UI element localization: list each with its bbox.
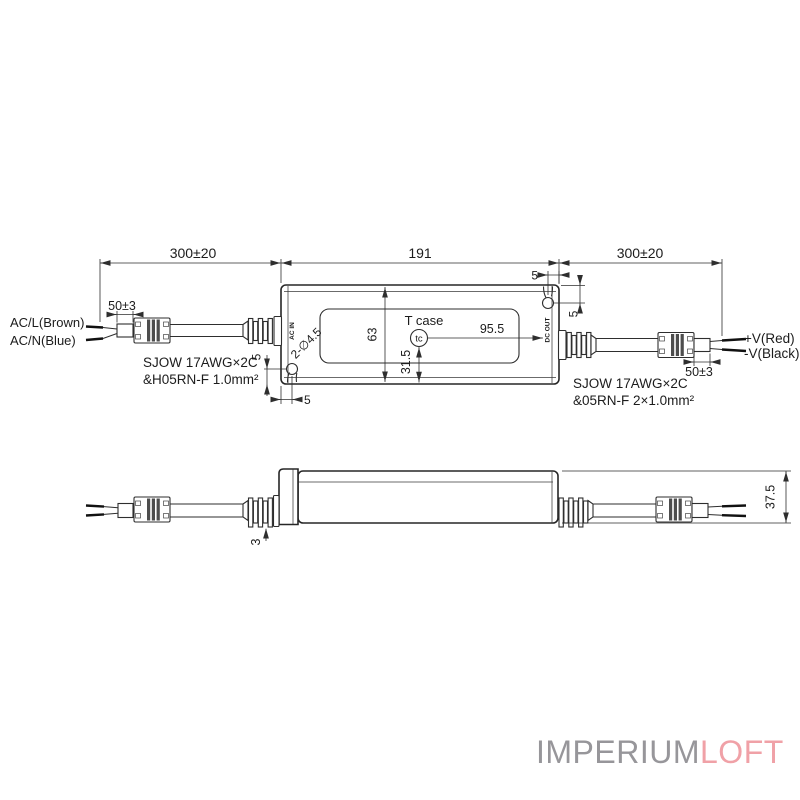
dimension-lead-left: 50±3 <box>106 299 144 323</box>
output-cable-assembly-top <box>557 329 747 361</box>
lead-ferrule-left-side <box>117 502 134 519</box>
ac-in-label: AC IN <box>289 322 296 340</box>
connector-right-side <box>655 496 693 523</box>
input-cable-assembly-top <box>85 315 283 347</box>
dim-slot-offset-text: 5 <box>531 269 538 283</box>
dimension-cable-right: 300±20 <box>559 245 723 336</box>
dimension-gland-offset: 3 <box>249 528 269 545</box>
input-cable-spec-line1: SJOW 17AWG×2C <box>143 355 258 370</box>
mounting-slot-bottom-left <box>285 362 299 383</box>
dimension-slot-tr-vertical: 5 <box>554 275 585 317</box>
dimension-slot-tr-horizontal: 5 <box>531 269 570 295</box>
dimension-slot-bl-horizontal: 5 <box>270 376 311 407</box>
dim-cable-left-text: 300±20 <box>170 245 217 261</box>
top-view: AC IN DC OUT tc T case <box>10 245 800 408</box>
dim-case-height-text: 63 <box>366 328 380 342</box>
connector-right <box>657 331 695 359</box>
dimension-body-length: 191 <box>280 245 560 283</box>
output-cable-spec-line1: SJOW 17AWG×2C <box>573 376 688 391</box>
dimension-side-height: 37.5 <box>562 470 791 524</box>
v-minus-label: -V(Black) <box>744 346 800 361</box>
dc-out-label: DC OUT <box>545 318 552 343</box>
ac-neutral-label: AC/N(Blue) <box>10 333 76 348</box>
watermark-accent: LOFT <box>700 734 784 770</box>
mounting-bracket-side <box>278 468 299 526</box>
dim-tc-from-bottom-text: 31.5 <box>399 350 413 374</box>
side-view: 3 37.5 <box>85 468 791 545</box>
cable-gland-left <box>242 315 283 347</box>
output-cable-assembly-side <box>558 496 747 528</box>
psu-body-side-view <box>278 468 559 526</box>
ac-line-label: AC/L(Brown) <box>10 315 84 330</box>
dim-slot-offset-text: 5 <box>304 393 311 407</box>
dimension-case-height: 63 <box>366 287 388 382</box>
dim-side-height-text: 37.5 <box>764 485 778 509</box>
cable-gland-right-side <box>558 497 594 528</box>
lead-ferrule-left <box>116 323 134 338</box>
dimension-tc-from-end: 95.5 <box>428 322 543 341</box>
label-recess <box>319 308 520 364</box>
dim-slot-offset-text: 5 <box>567 310 581 317</box>
lead-ferrule-right <box>693 337 711 353</box>
dimension-tc-from-bottom: 31.5 <box>399 347 422 383</box>
input-cable-spec-line2: &H05RN-F 1.0mm² <box>143 372 259 387</box>
dimension-cable-left: 300±20 <box>99 245 281 322</box>
cable-gland-left-side <box>242 494 280 528</box>
output-cable-spec-line2: &05RN-F 2×1.0mm² <box>573 393 695 408</box>
watermark-primary: IMPERIUM <box>536 734 700 770</box>
dim-lead-right-text: 50±3 <box>685 365 713 379</box>
tc-label: tc <box>415 334 423 345</box>
dim-cable-right-text: 300±20 <box>617 245 664 261</box>
dim-tc-from-end-text: 95.5 <box>480 322 504 336</box>
tcase-label: T case <box>405 313 444 328</box>
dimension-lead-right: 50±3 <box>683 353 721 379</box>
case-side-outline <box>297 470 559 524</box>
v-plus-label: +V(Red) <box>744 331 795 346</box>
dim-gland-offset-text: 3 <box>249 538 263 545</box>
connector-left <box>133 317 171 344</box>
dimension-slot-bl-vertical: 5 <box>250 353 286 396</box>
tc-point-circle <box>409 328 429 348</box>
cable-gland-right <box>557 329 597 361</box>
psu-body-top-view: AC IN DC OUT tc T case <box>280 284 560 385</box>
mounting-slot-top-right <box>541 286 555 310</box>
dim-body-length-text: 191 <box>408 245 432 261</box>
watermark: IMPERIUMLOFT <box>536 734 784 770</box>
input-cable-assembly-side <box>85 494 280 528</box>
connector-left-side <box>133 496 171 523</box>
lead-ferrule-right-side <box>691 502 709 519</box>
dim-lead-left-text: 50±3 <box>108 299 136 313</box>
dim-slot-offset-text: 5 <box>250 353 264 360</box>
